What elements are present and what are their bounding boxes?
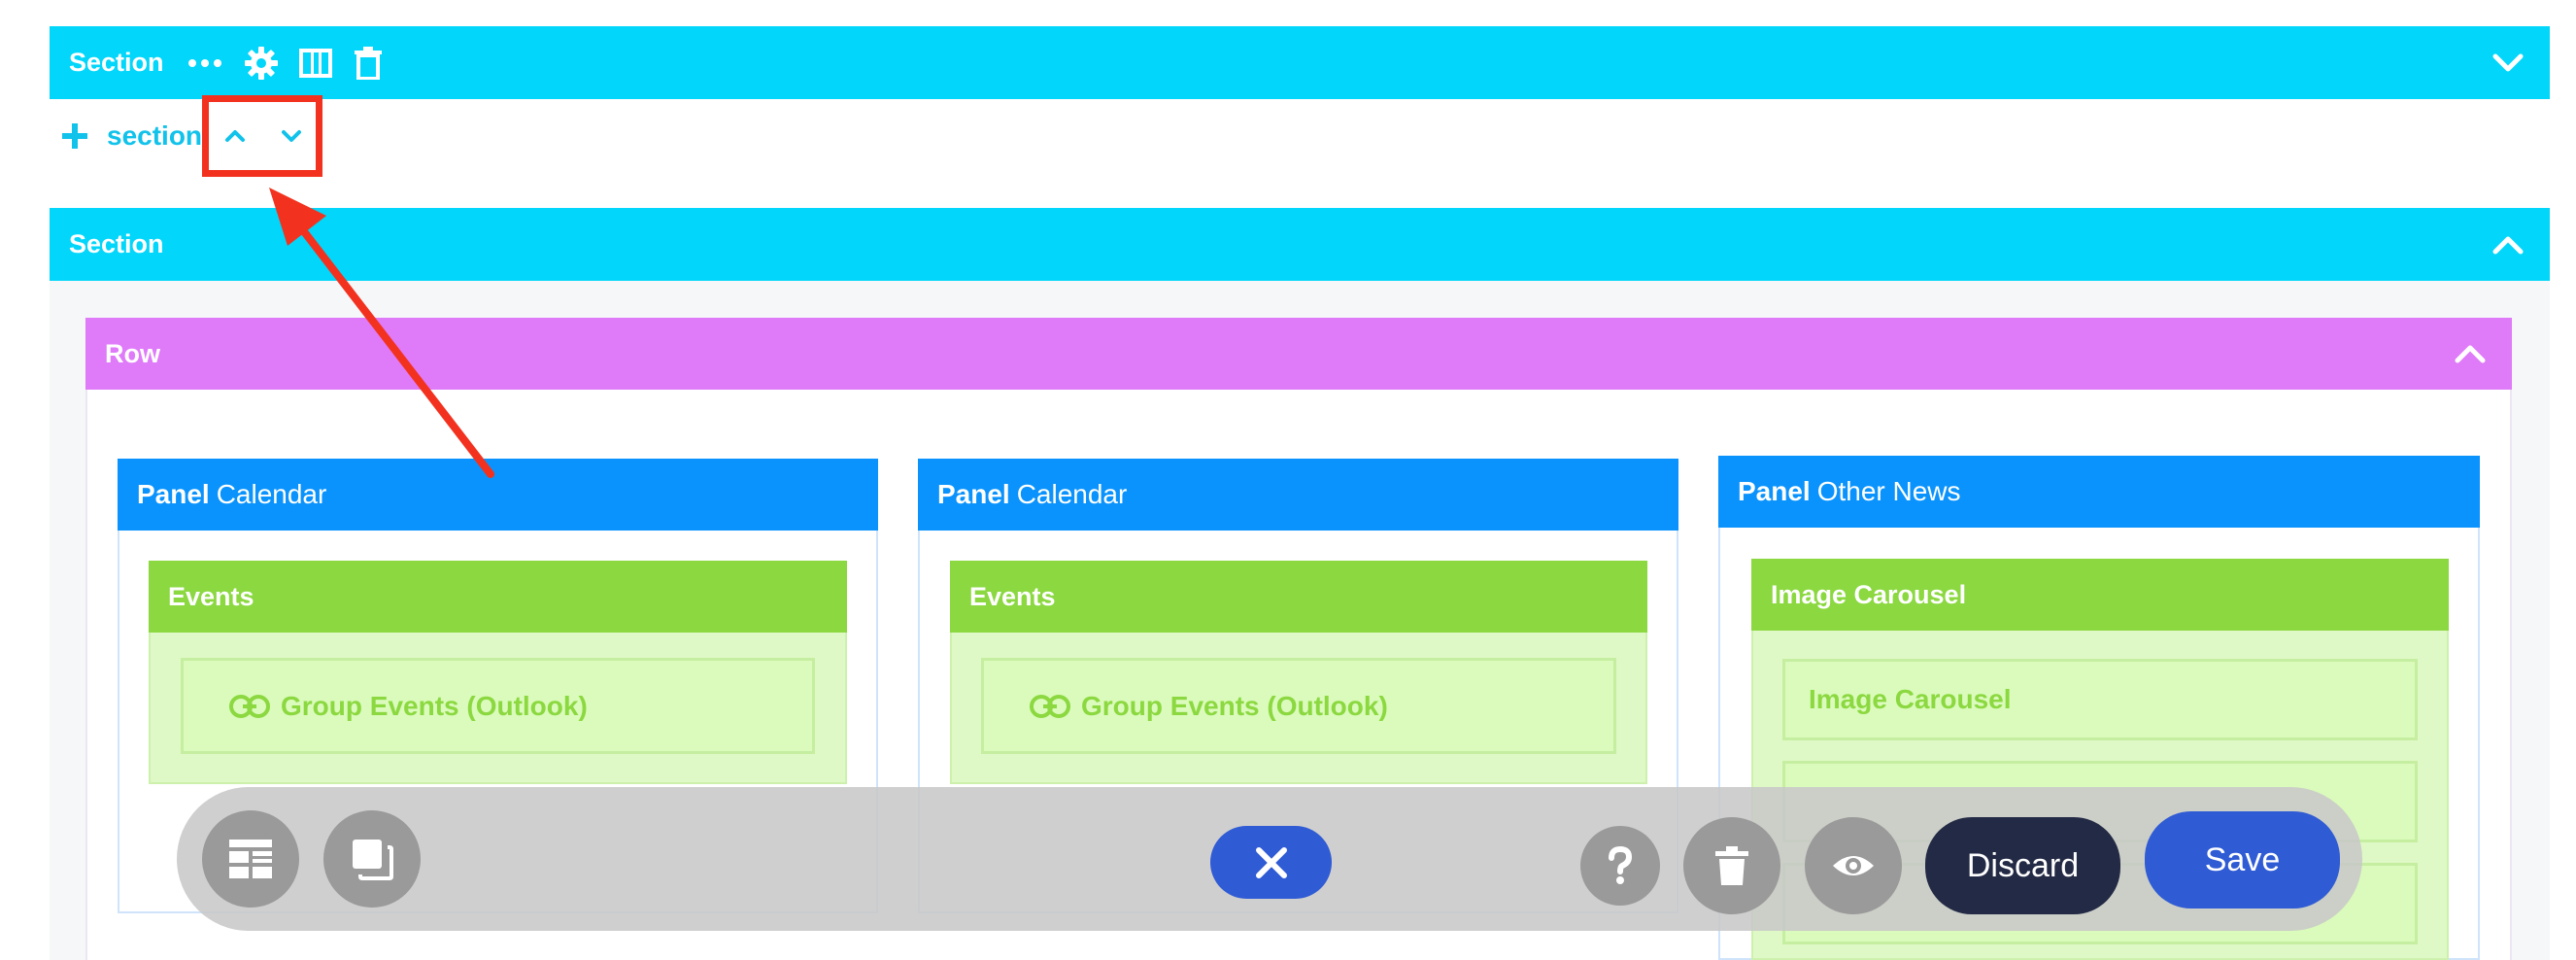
section-title: Section	[69, 48, 164, 77]
widget-item[interactable]: Group Events (Outlook)	[981, 658, 1616, 754]
copy-icon	[351, 838, 393, 880]
panel-name: Other News	[1816, 476, 1961, 506]
widget-item[interactable]: Group Events (Outlook)	[181, 658, 815, 754]
question-icon	[1608, 846, 1633, 885]
save-button[interactable]: Save	[2145, 811, 2340, 909]
widget-item-label: Group Events (Outlook)	[281, 690, 588, 721]
highlight-box	[202, 95, 322, 177]
section-header[interactable]: Section	[50, 26, 2550, 99]
widget-title: Events	[168, 581, 254, 611]
add-section-row: section	[60, 109, 202, 163]
panel-label: Panel	[1738, 476, 1811, 506]
widget-title: Events	[969, 581, 1056, 611]
section-title: Section	[69, 229, 164, 258]
gear-icon[interactable]	[242, 44, 281, 83]
link-icon	[228, 692, 271, 721]
add-section-link[interactable]: section	[107, 120, 203, 151]
more-options-icon[interactable]	[186, 44, 224, 83]
widget-header[interactable]: Events	[149, 561, 847, 633]
help-button[interactable]	[1580, 826, 1660, 906]
delete-button[interactable]	[1683, 817, 1780, 914]
close-button[interactable]	[1210, 826, 1332, 899]
widget-header[interactable]: Image Carousel	[1751, 559, 2449, 631]
widget-item-label: Group Events (Outlook)	[1081, 690, 1388, 721]
preview-button[interactable]	[1805, 817, 1902, 914]
discard-label: Discard	[1966, 846, 2080, 884]
plus-icon[interactable]	[60, 121, 89, 151]
columns-icon[interactable]	[296, 44, 335, 83]
move-up-icon[interactable]	[220, 120, 251, 152]
layout-icon	[229, 840, 272, 878]
panel-label: Panel	[937, 479, 1010, 509]
copy-button[interactable]	[323, 810, 421, 908]
section-header[interactable]: Section	[50, 208, 2550, 281]
link-icon	[1029, 692, 1071, 721]
widget-item[interactable]: Image Carousel	[1782, 659, 2418, 740]
widget-header[interactable]: Events	[950, 561, 1647, 633]
row-header[interactable]: Row	[85, 318, 2512, 390]
discard-button[interactable]: Discard	[1925, 817, 2120, 914]
panel-header[interactable]: Panel Calendar	[918, 459, 1678, 531]
save-label: Save	[2204, 840, 2281, 878]
eye-icon	[1831, 852, 1876, 879]
widget-title: Image Carousel	[1771, 579, 1967, 609]
trash-icon[interactable]	[349, 44, 388, 83]
row-title: Row	[105, 338, 160, 368]
chevron-up-icon[interactable]	[2454, 343, 2487, 364]
widget-item-label: Image Carousel	[1809, 684, 2012, 714]
chevron-up-icon[interactable]	[2491, 234, 2525, 256]
move-down-icon[interactable]	[276, 120, 307, 152]
panel-label: Panel	[137, 479, 210, 509]
panel-name: Calendar	[1016, 479, 1128, 509]
chevron-down-icon[interactable]	[2491, 52, 2525, 74]
layout-button[interactable]	[202, 810, 299, 908]
panel-name: Calendar	[216, 479, 327, 509]
close-icon	[1254, 845, 1289, 880]
panel-header[interactable]: Panel Other News	[1718, 456, 2480, 528]
panel-header[interactable]: Panel Calendar	[118, 459, 878, 531]
trash-icon	[1715, 846, 1748, 885]
